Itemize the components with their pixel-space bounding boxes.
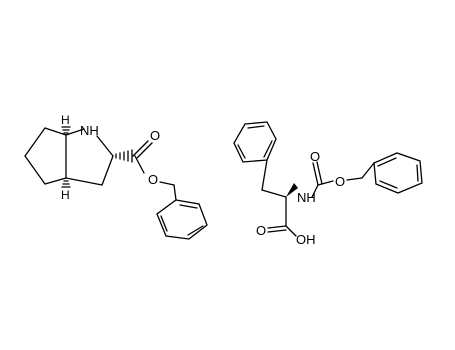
phenyl-ring: [233, 121, 277, 163]
stereo-wedge-bond: [286, 183, 298, 197]
ester-group: [132, 140, 177, 201]
pyrrolidine-ring: [65, 128, 114, 186]
carboxylic-acid-group: [267, 196, 297, 237]
ester-oxygen-label: O: [148, 172, 158, 187]
nh-label: NH: [297, 190, 316, 205]
benzene-ring-right: [373, 152, 423, 194]
benzene-ring-left: [156, 199, 208, 240]
h-top-label: H: [61, 113, 70, 127]
hydroxyl-label: OH: [296, 232, 316, 247]
carbamate-group: [311, 161, 375, 198]
acid-carbonyl-oxygen-label: O: [256, 223, 266, 238]
benzyl-octahydrocyclopentapyrrole-carboxylate: NH O O H H: [24, 113, 208, 240]
nh-label: NH: [80, 123, 99, 138]
carbamate-ester-oxygen-label: O: [335, 174, 345, 189]
cbz-phenylalanine: NH O O O OH: [233, 121, 423, 247]
cyclopentane-ring: [24, 127, 67, 185]
side-chain: [261, 159, 287, 198]
h-bottom-label: H: [61, 188, 70, 202]
carbonyl-oxygen-label: O: [150, 128, 160, 143]
stereo-hash-bond-bottom: [61, 180, 71, 188]
carbamate-carbonyl-oxygen-label: O: [310, 149, 320, 164]
stereo-hash-bond-top: [61, 126, 71, 134]
stereo-hash-bond-ester: [115, 149, 133, 163]
